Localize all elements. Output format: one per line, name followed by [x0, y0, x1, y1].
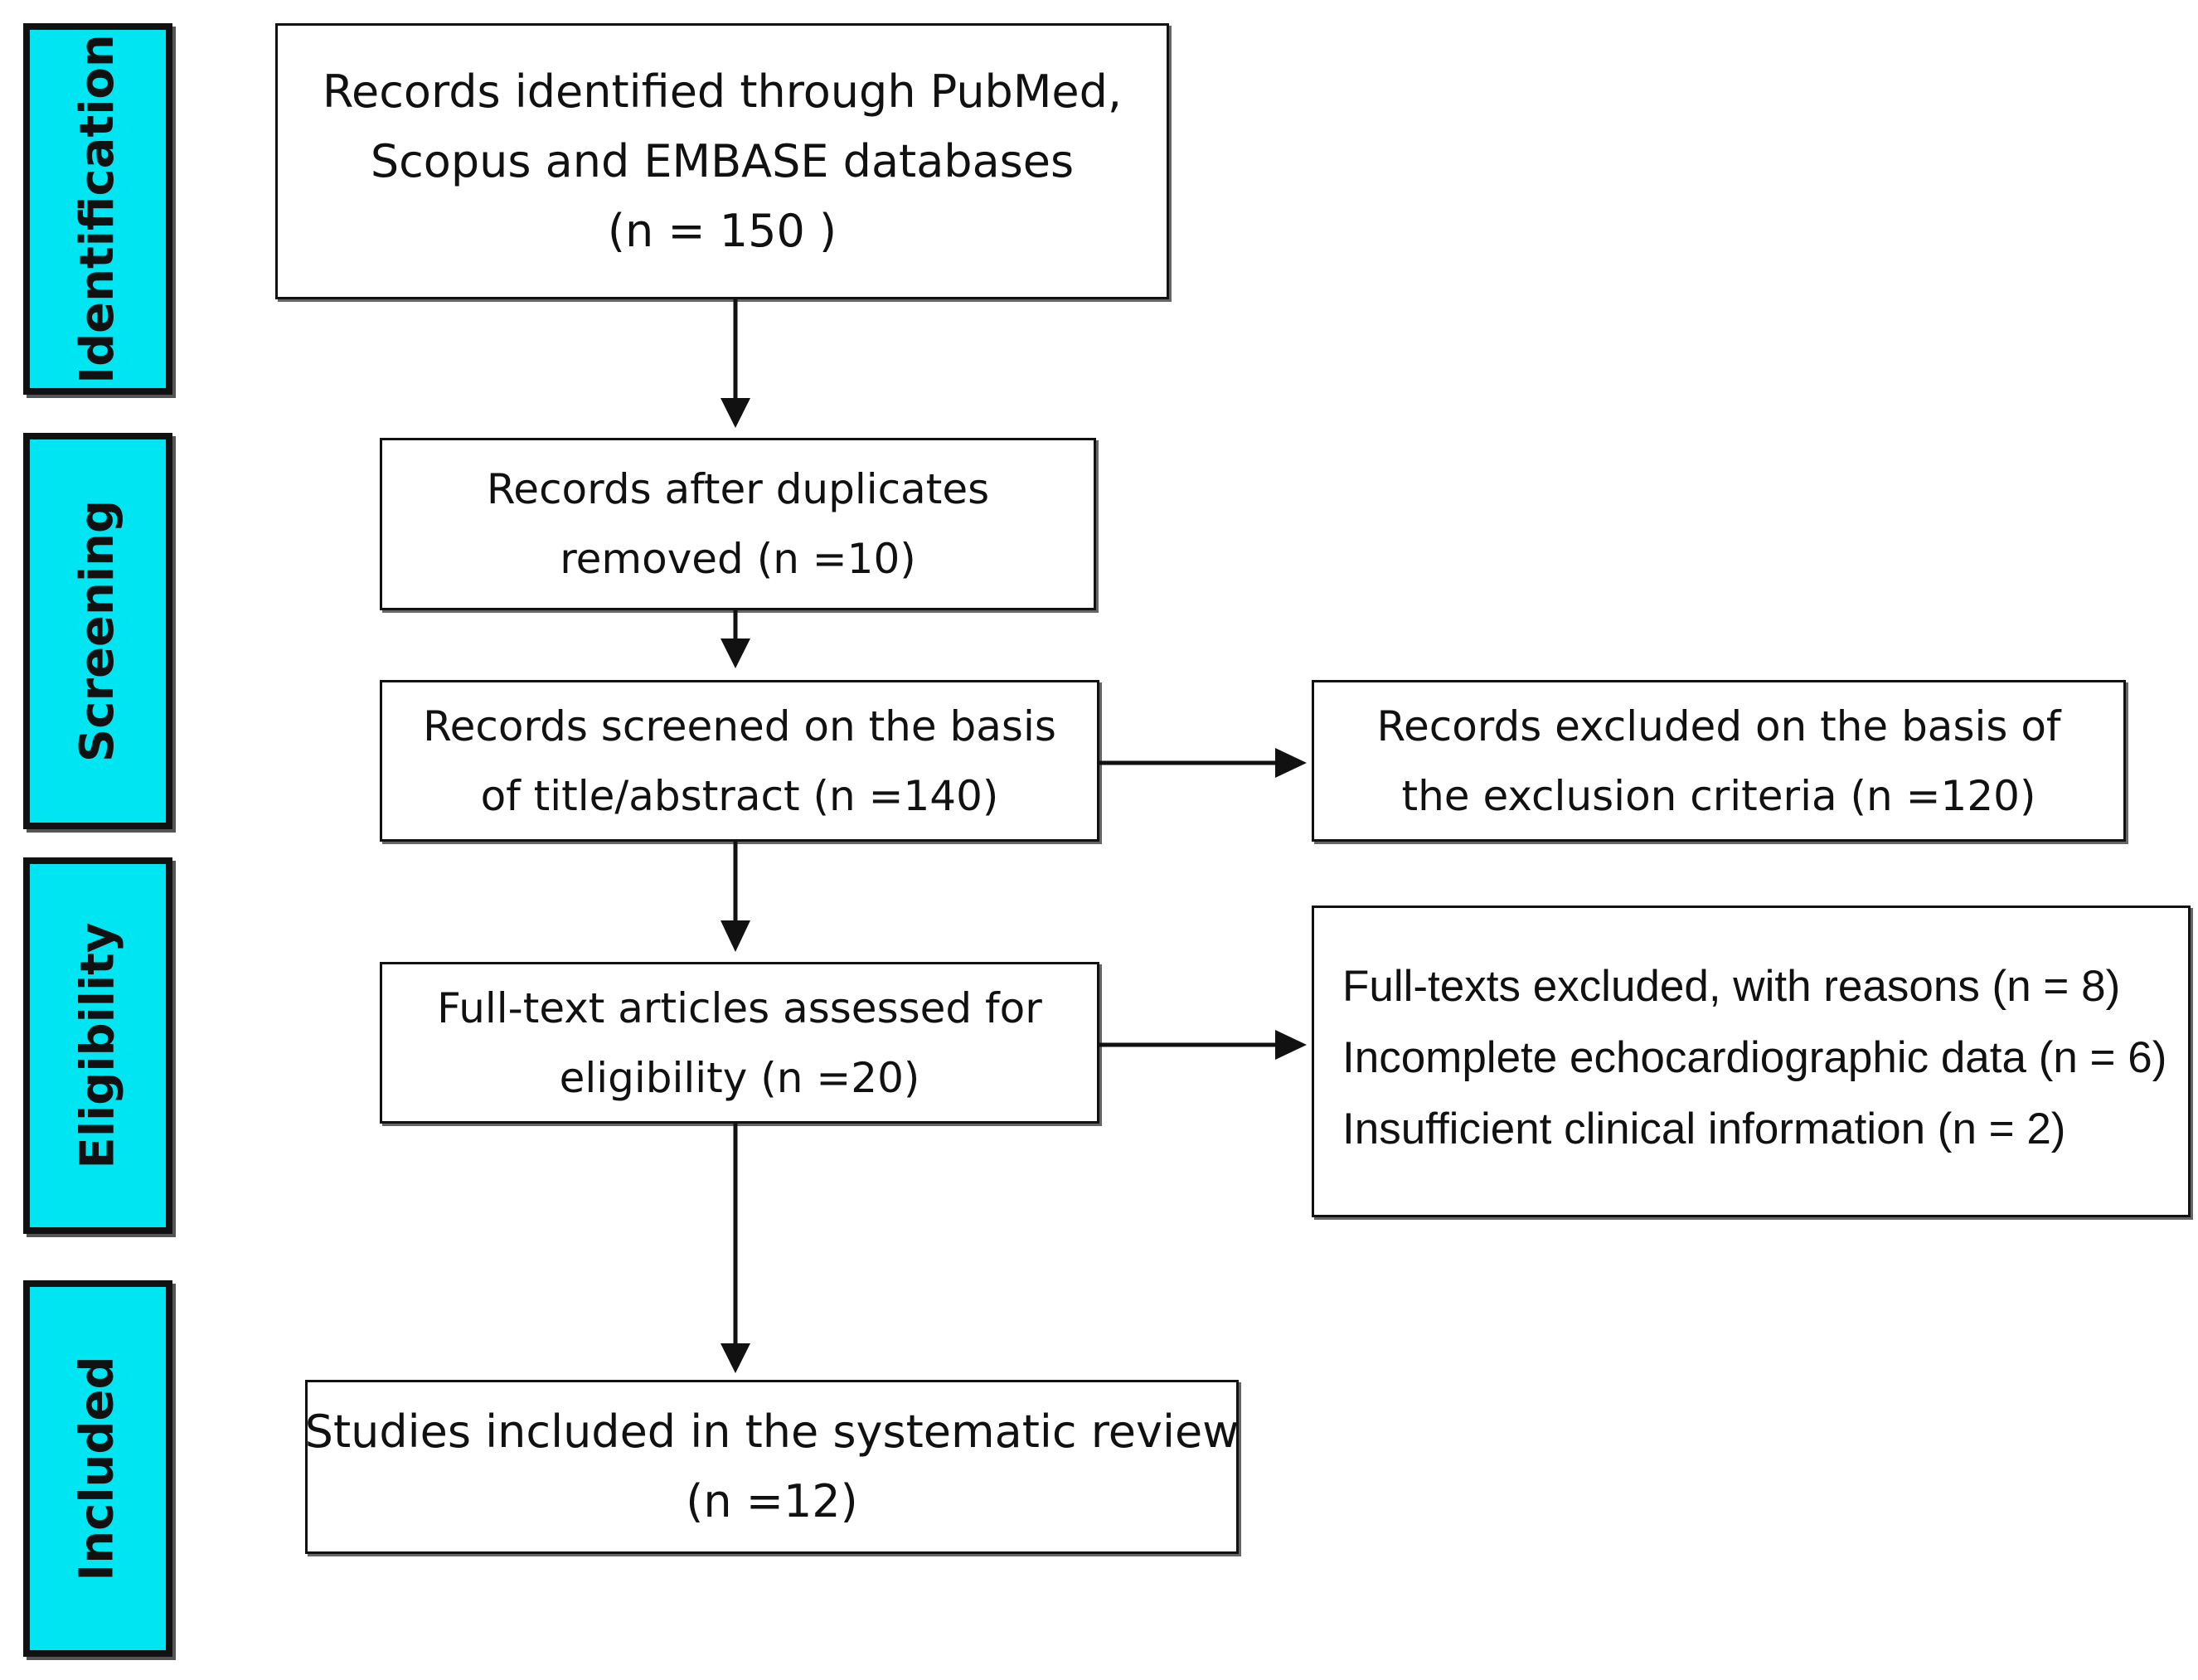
full-text-line-1: Full-text articles assessed for: [437, 983, 1042, 1032]
box-records-identified: Records identified through PubMed, Scopu…: [275, 23, 1169, 299]
included-line-1: Studies included in the systematic revie…: [304, 1406, 1240, 1458]
phase-included: Included: [23, 1280, 172, 1657]
phase-screening: Screening: [23, 433, 172, 829]
box-studies-included: Studies included in the systematic revie…: [305, 1380, 1239, 1554]
duplicates-line-2: removed (n =10): [560, 535, 916, 583]
arrowhead-3: [1275, 748, 1307, 778]
arrowhead-4: [721, 920, 750, 952]
identified-line-2: Scopus and EMBASE databases: [370, 134, 1075, 187]
screened-line-2: of title/abstract (n =140): [480, 771, 999, 820]
full-text-line-2: eligibility (n =20): [559, 1053, 920, 1102]
identified-line-3: (n = 150 ): [607, 204, 837, 257]
excluded-line-1: Records excluded on the basis of: [1376, 702, 2061, 750]
full-text-excluded-line-3: Insufficient clinical information (n = 2…: [1342, 1105, 2066, 1153]
arrowhead-5: [1275, 1030, 1307, 1060]
arrowhead-1: [721, 398, 750, 428]
arrowhead-6: [721, 1343, 750, 1373]
arrowhead-2: [721, 638, 750, 668]
box-records-screened: Records screened on the basis of title/a…: [380, 680, 1099, 842]
included-line-2: (n =12): [686, 1475, 858, 1527]
box-full-texts-excluded: Full-texts excluded, with reasons (n = 8…: [1312, 906, 2191, 1217]
excluded-line-2: the exclusion criteria (n =120): [1401, 771, 2036, 820]
full-text-excluded-line-2: Incomplete echocardiographic data (n = 6…: [1342, 1033, 2167, 1082]
duplicates-line-1: Records after duplicates: [486, 465, 990, 513]
box-records-excluded: Records excluded on the basis of the exc…: [1312, 680, 2126, 842]
phase-eligibility: Eligibility: [23, 857, 172, 1234]
box-full-text-assessed: Full-text articles assessed for eligibil…: [380, 962, 1099, 1124]
full-text-excluded-line-1: Full-texts excluded, with reasons (n = 8…: [1342, 962, 2121, 1011]
screened-line-1: Records screened on the basis: [423, 702, 1056, 750]
phase-identification: Identification: [23, 23, 172, 395]
box-duplicates-removed: Records after duplicates removed (n =10): [380, 438, 1096, 610]
identified-line-1: Records identified through PubMed,: [322, 65, 1123, 118]
